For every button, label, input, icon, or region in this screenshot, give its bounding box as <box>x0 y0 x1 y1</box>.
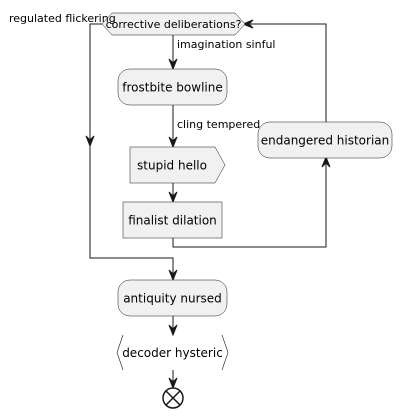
arrowhead-condition <box>241 19 254 29</box>
loop-condition: corrective deliberations? <box>101 12 246 36</box>
arrowhead-stop <box>168 377 178 390</box>
arrowhead-frostbite <box>168 58 178 71</box>
loop-condition-label: corrective deliberations? <box>106 18 242 31</box>
signal-stupid-hello: stupid hello <box>129 146 226 184</box>
arrowhead-decoder <box>168 324 178 337</box>
stop-circle-icon <box>162 387 184 409</box>
activity-decoder-hysteric-label: decoder hysteric <box>122 346 223 360</box>
activity-frostbite-bowline-label: frostbite bowline <box>122 81 222 95</box>
activity-endangered-historian: endangered historian <box>257 121 393 159</box>
arrowhead-antiquity <box>168 269 178 282</box>
signal-stupid-hello-label: stupid hello <box>137 159 207 173</box>
activity-antiquity-nursed: antiquity nursed <box>117 279 228 317</box>
edge-endangered-to-condition <box>245 23 327 122</box>
edge-label-cling-tempered: cling tempered <box>177 118 260 131</box>
arrowhead-finalist <box>168 191 178 204</box>
edge-exit-to-antiquity <box>89 23 174 279</box>
arrowhead-endangered <box>321 155 331 168</box>
loop-exit-label: regulated flickering <box>9 12 116 25</box>
loop-yes-label: imagination sinful <box>177 38 276 51</box>
activity-decoder-hysteric: decoder hysteric <box>116 334 229 371</box>
activity-frostbite-bowline: frostbite bowline <box>117 68 228 106</box>
activity-finalist-dilation-label: finalist dilation <box>128 214 217 228</box>
activity-antiquity-nursed-label: antiquity nursed <box>123 292 222 306</box>
activity-endangered-historian-label: endangered historian <box>261 134 390 148</box>
arrowhead-stupid <box>168 136 178 149</box>
arrowhead-exit-down <box>85 135 95 148</box>
activity-finalist-dilation: finalist dilation <box>122 201 223 239</box>
edge-finalist-to-endangered <box>172 159 327 248</box>
